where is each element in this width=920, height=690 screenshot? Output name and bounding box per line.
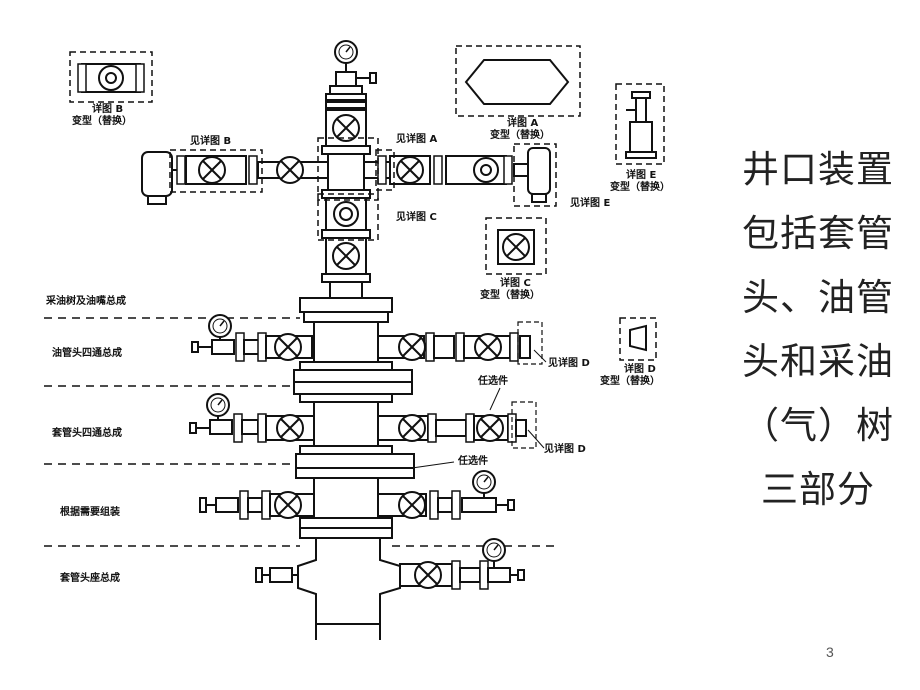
- choke-valve-icon: [198, 156, 226, 184]
- wing-lines: [141, 147, 551, 205]
- tubing-right-valve-2-icon: [474, 333, 502, 361]
- detail-e-title: 详图 E: [626, 168, 656, 181]
- callout-see-b: 见详图 B: [190, 134, 231, 147]
- side-outlets: [189, 314, 543, 590]
- callout-see-c: 见详图 C: [396, 210, 437, 223]
- side-caption: 井口装置 包括套管 头、油管 头和采油 （气）树 三部分: [728, 138, 908, 522]
- section-casing-head-base: 套管头座总成: [59, 571, 120, 584]
- detail-c: [485, 217, 547, 275]
- page-number: 3: [826, 644, 834, 660]
- left-wing-valve-icon: [276, 156, 304, 184]
- casing-right-valve-2-icon: [476, 414, 504, 442]
- casing-right-valve-1-icon: [398, 414, 426, 442]
- side-caption-line: 头和采油: [742, 340, 894, 383]
- section-tubing-head: 油管头四通总成: [52, 346, 122, 359]
- side-caption-line: （气）树: [742, 404, 894, 447]
- callout-leaders: [411, 349, 547, 469]
- detail-c-sub: 变型（替换）: [480, 288, 540, 301]
- detail-frames: [169, 137, 557, 241]
- section-dividers: [44, 317, 560, 547]
- detail-d-title: 详图 D: [624, 362, 656, 375]
- detail-c-valve-icon: [502, 233, 530, 261]
- detail-d: [619, 317, 657, 361]
- casing-left-gauge-icon: [206, 393, 230, 417]
- callout-see-d2: 见详图 D: [544, 442, 586, 455]
- side-caption-line: 三部分: [761, 468, 875, 511]
- optional-right-valve-icon: [398, 491, 426, 519]
- right-wing-valve-icon: [396, 156, 424, 184]
- detail-b: [69, 51, 153, 103]
- tubing-right-valve-1-icon: [398, 333, 426, 361]
- callout-optional-2: 任选件: [457, 454, 488, 467]
- side-caption-line: 井口装置: [742, 148, 894, 191]
- callout-see-a: 见详图 A: [396, 132, 437, 145]
- base-right-valve-icon: [414, 561, 442, 589]
- top-gauge-icon: [334, 40, 358, 64]
- optional-left-valve-icon: [274, 491, 302, 519]
- detail-c-title: 详图 C: [500, 276, 531, 289]
- callout-see-d1: 见详图 D: [548, 356, 590, 369]
- tubing-left-gauge-icon: [208, 314, 232, 338]
- detail-e-sub: 变型（替换）: [610, 180, 670, 193]
- detail-a-title: 详图 A: [507, 116, 538, 129]
- detail-b-sub: 变型（替换）: [72, 114, 132, 127]
- tubing-left-valve-icon: [274, 333, 302, 361]
- swab-valve-icon: [332, 114, 360, 142]
- detail-a: [455, 45, 581, 117]
- casing-left-valve-icon: [276, 414, 304, 442]
- callout-optional-1: 任选件: [477, 374, 508, 387]
- detail-d-sub: 变型（替换）: [600, 374, 660, 387]
- section-tree: 采油树及油嘴总成: [45, 294, 126, 307]
- optional-right-gauge-icon: [472, 470, 496, 494]
- base-right-gauge-icon: [482, 538, 506, 562]
- side-caption-line: 包括套管: [742, 212, 894, 255]
- lower-master-valve-icon: [332, 242, 360, 270]
- side-caption-line: 头、油管: [742, 276, 894, 319]
- detail-b-title: 详图 B: [92, 102, 123, 115]
- callout-see-e: 见详图 E: [570, 196, 610, 209]
- section-optional: 根据需要组装: [60, 505, 120, 518]
- section-casing-head-spool: 套管头四通总成: [51, 426, 122, 439]
- detail-a-sub: 变型（替换）: [490, 128, 550, 141]
- detail-e: [615, 83, 665, 165]
